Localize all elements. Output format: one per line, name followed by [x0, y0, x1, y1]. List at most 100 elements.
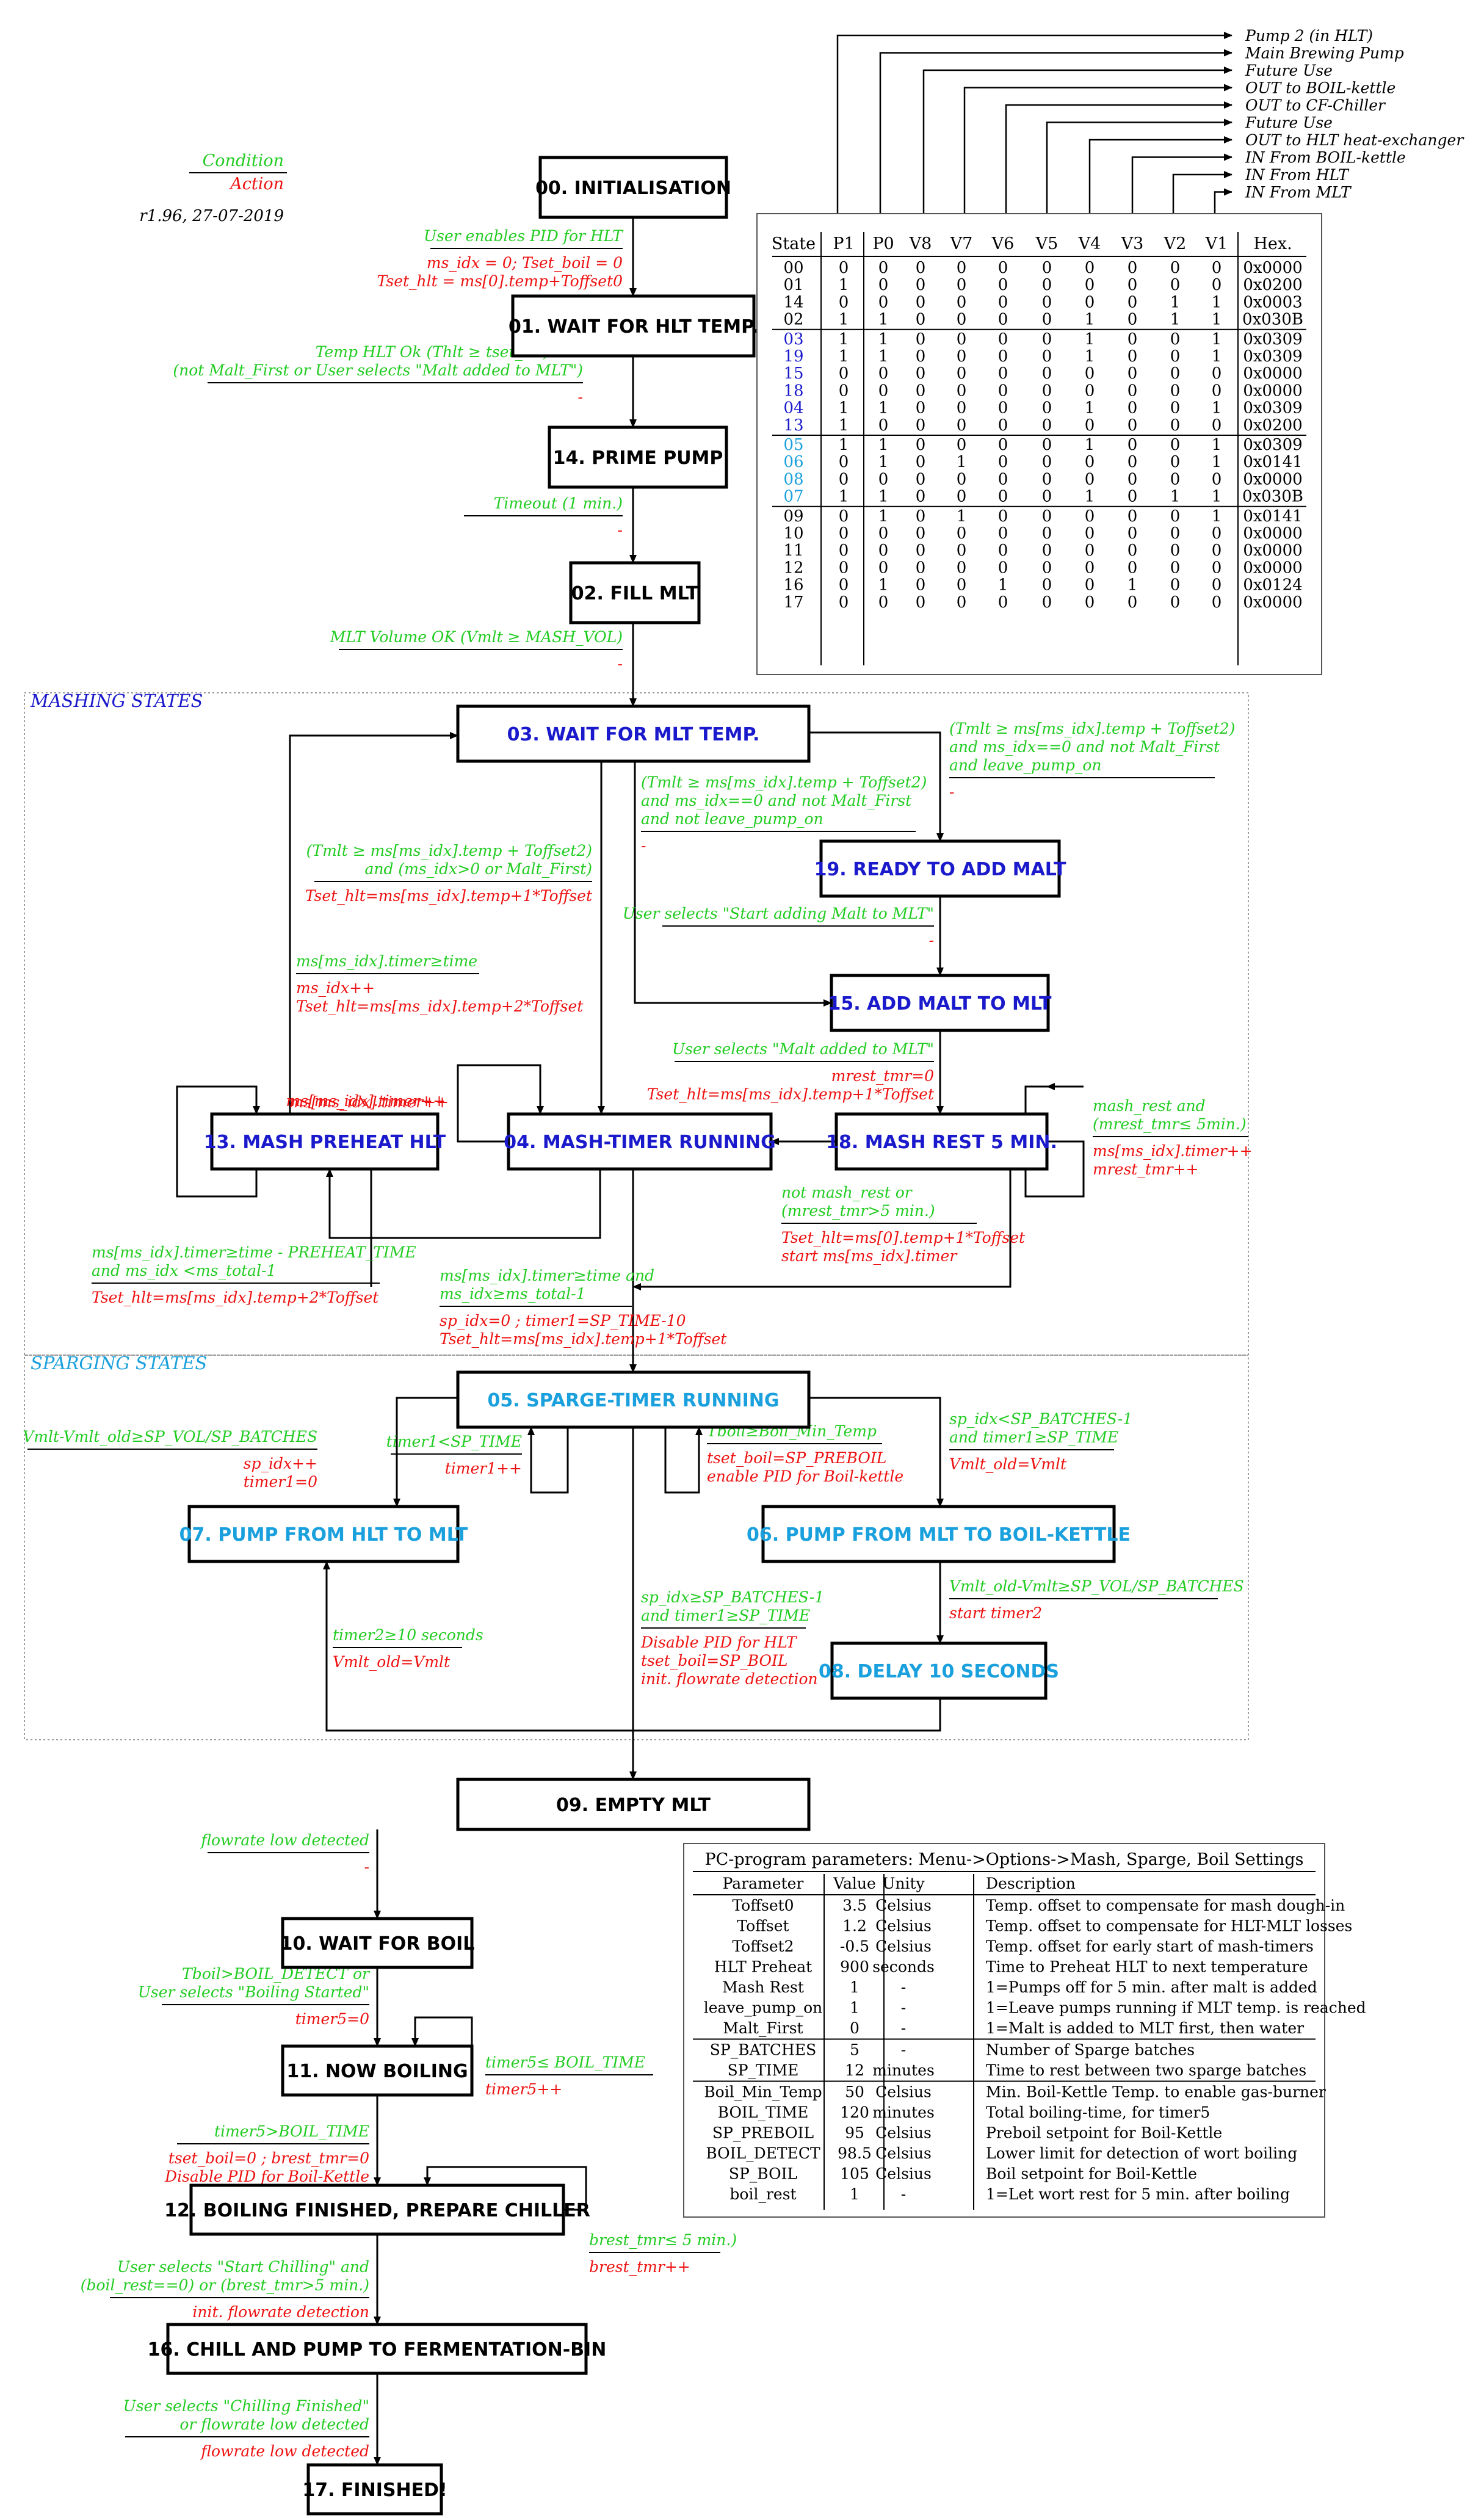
state-label: 03. WAIT FOR MLT TEMP.	[507, 724, 760, 745]
state-table-bit: 0	[957, 524, 967, 543]
state-box-frame	[456, 704, 811, 763]
transition-condition: User selects "Malt added to MLT"	[672, 1040, 934, 1058]
transition-label-t13_self: ms[ms_idx].timer++	[289, 1093, 449, 1111]
state-box-s04: 04. MASH-TIMER RUNNING	[504, 1112, 776, 1171]
state-table-hex: 0x0003	[1243, 293, 1302, 311]
state-table-hex: 0x0141	[1243, 507, 1302, 526]
state-table-bit: 0	[998, 293, 1008, 311]
state-table-bit: 0	[916, 399, 926, 418]
transition-condition: and ms_idx <ms_total-1	[92, 1262, 276, 1279]
transition-label-t04_self: ms[ms_idx].timer++	[286, 1092, 446, 1110]
state-box-s03: 03. WAIT FOR MLT TEMP.	[456, 704, 811, 763]
state-box-s00: 00. INITIALISATION	[535, 156, 731, 219]
sparging-region	[24, 1355, 1249, 1740]
params-table-cell: Mash Rest	[722, 1978, 804, 1996]
params-table-cell: 1.2	[842, 1917, 867, 1935]
transition-label-t18_04: not mash_rest or(mrest_tmr>5 min.)Tset_h…	[781, 1184, 1026, 1265]
state-table-bit: 0	[1127, 559, 1138, 577]
state-table-hex: 0x0200	[1243, 416, 1302, 435]
state-box-s11: 11. NOW BOILING	[281, 2044, 474, 2097]
signal-line	[1131, 153, 1232, 214]
transition-condition: sp_idx≥SP_BATCHES-1	[641, 1588, 824, 1606]
signal-label: Future Use	[1245, 114, 1333, 132]
state-table-header: P0	[872, 234, 894, 253]
params-table-cell: Toffset0	[732, 1897, 794, 1914]
transition-condition: (mrest_tmr>5 min.)	[781, 1202, 935, 1220]
state-table-header: V2	[1164, 234, 1187, 253]
state-table-bit: 0	[839, 293, 849, 311]
state-table-bit: 0	[1085, 364, 1095, 383]
params-table-cell: Boil_Min_Temp	[704, 2083, 822, 2101]
state-table-bit: 1	[1170, 488, 1181, 506]
mashing-region-label: MASHING STATES	[30, 690, 203, 711]
state-table-header: Hex.	[1253, 234, 1292, 253]
state-table-bit: 1	[1212, 453, 1222, 471]
state-table-bit: 0	[998, 507, 1008, 526]
state-table-bit: 1	[878, 576, 889, 595]
transition-label-t04_13: ms[ms_idx].timer≥time - PREHEAT_TIMEand …	[92, 1243, 416, 1306]
state-table-bit: 1	[839, 330, 849, 349]
transition-condition: and (ms_idx>0 or Malt_First)	[364, 860, 592, 878]
state-table-header: V8	[909, 234, 932, 253]
transition-condition: timer1<SP_TIME	[386, 1433, 522, 1450]
state-table-bit: 1	[1085, 488, 1095, 506]
params-table-cell: 0	[850, 2019, 860, 2037]
state-table-bit: 1	[839, 276, 849, 294]
state-table-state: 03	[783, 330, 803, 349]
state-box-s07: 07. PUMP FROM HLT TO MLT	[179, 1505, 468, 1563]
transition-label-t02_03: MLT Volume OK (Vmlt ≥ MASH_VOL)-	[330, 628, 623, 673]
state-table-bit: 0	[878, 559, 889, 577]
state-table-state: 09	[783, 507, 803, 526]
params-table-cell: 900	[840, 1958, 869, 1976]
state-table-bit: 0	[1042, 488, 1052, 506]
state-table-bit: 0	[1042, 311, 1052, 329]
transition-action: start ms[ms_idx].timer	[781, 1247, 958, 1265]
state-table-bit: 0	[998, 453, 1008, 471]
transition-action: -	[618, 655, 623, 673]
transition-condition: timer2≥10 seconds	[333, 1626, 483, 1644]
params-table-title: PC-program parameters: Menu->Options->Ma…	[704, 1850, 1303, 1869]
transition-connector	[393, 1397, 458, 1507]
state-table-bit: 0	[998, 364, 1008, 383]
params-table-cell: 98.5	[838, 2144, 872, 2162]
state-table-bit: 0	[878, 524, 889, 543]
params-table-cell: SP_BOIL	[729, 2165, 797, 2183]
state-table-state: 05	[783, 436, 803, 454]
state-label: 07. PUMP FROM HLT TO MLT	[179, 1524, 468, 1546]
transition-condition: (Tmlt ≥ ms[ms_idx].temp + Toffset2)	[949, 720, 1235, 737]
state-table-bit: 0	[916, 593, 926, 612]
state-table-bit: 0	[1170, 259, 1181, 277]
state-table-bit: 0	[1170, 507, 1181, 526]
signal-label: Main Brewing Pump	[1245, 45, 1404, 62]
transition-label-t05_07: Vmlt-Vmlt_old≥SP_VOL/SP_BATCHESsp_idx++t…	[23, 1428, 317, 1491]
state-table-bit: 0	[1170, 399, 1181, 418]
state-box-frame	[281, 1917, 474, 1969]
state-table-header: P1	[833, 234, 854, 253]
params-table-cell: 1=Leave pumps running if MLT temp. is re…	[986, 1999, 1366, 2017]
state-table-bit: 0	[1042, 364, 1052, 383]
state-table-bit: 0	[1042, 559, 1052, 577]
state-table-bit: 0	[1212, 364, 1222, 383]
state-table-bit: 1	[957, 453, 967, 471]
params-table-cell: Celsius	[875, 2083, 932, 2101]
params-table-cell: boil_rest	[729, 2185, 796, 2203]
state-table-bit: 0	[916, 347, 926, 366]
state-label: 12. BOILING FINISHED, PREPARE CHILLER	[164, 2200, 590, 2221]
state-box-frame	[281, 2044, 474, 2097]
state-table-bit: 0	[878, 293, 889, 311]
state-label: 13. MASH PREHEAT HLT	[204, 1132, 446, 1153]
state-box-s08: 08. DELAY 10 SECONDS	[819, 1641, 1059, 1700]
transition-action: Tset_hlt=ms[ms_idx].temp+2*Toffset	[296, 997, 584, 1015]
params-table-header: Parameter	[723, 1875, 804, 1892]
transition-condition: ms_idx≥ms_total-1	[440, 1285, 586, 1303]
state-table-bit: 1	[839, 311, 849, 329]
state-table-bit: 1	[1085, 311, 1095, 329]
state-table-bit: 1	[998, 576, 1008, 595]
state-box-s19: 19. READY TO ADD MALT	[814, 839, 1066, 898]
state-table-state: 13	[783, 416, 803, 435]
state-table-header: V4	[1078, 234, 1101, 253]
params-table-cell: Min. Boil-Kettle Temp. to enable gas-bur…	[986, 2083, 1326, 2101]
state-table-bit: 0	[998, 559, 1008, 577]
